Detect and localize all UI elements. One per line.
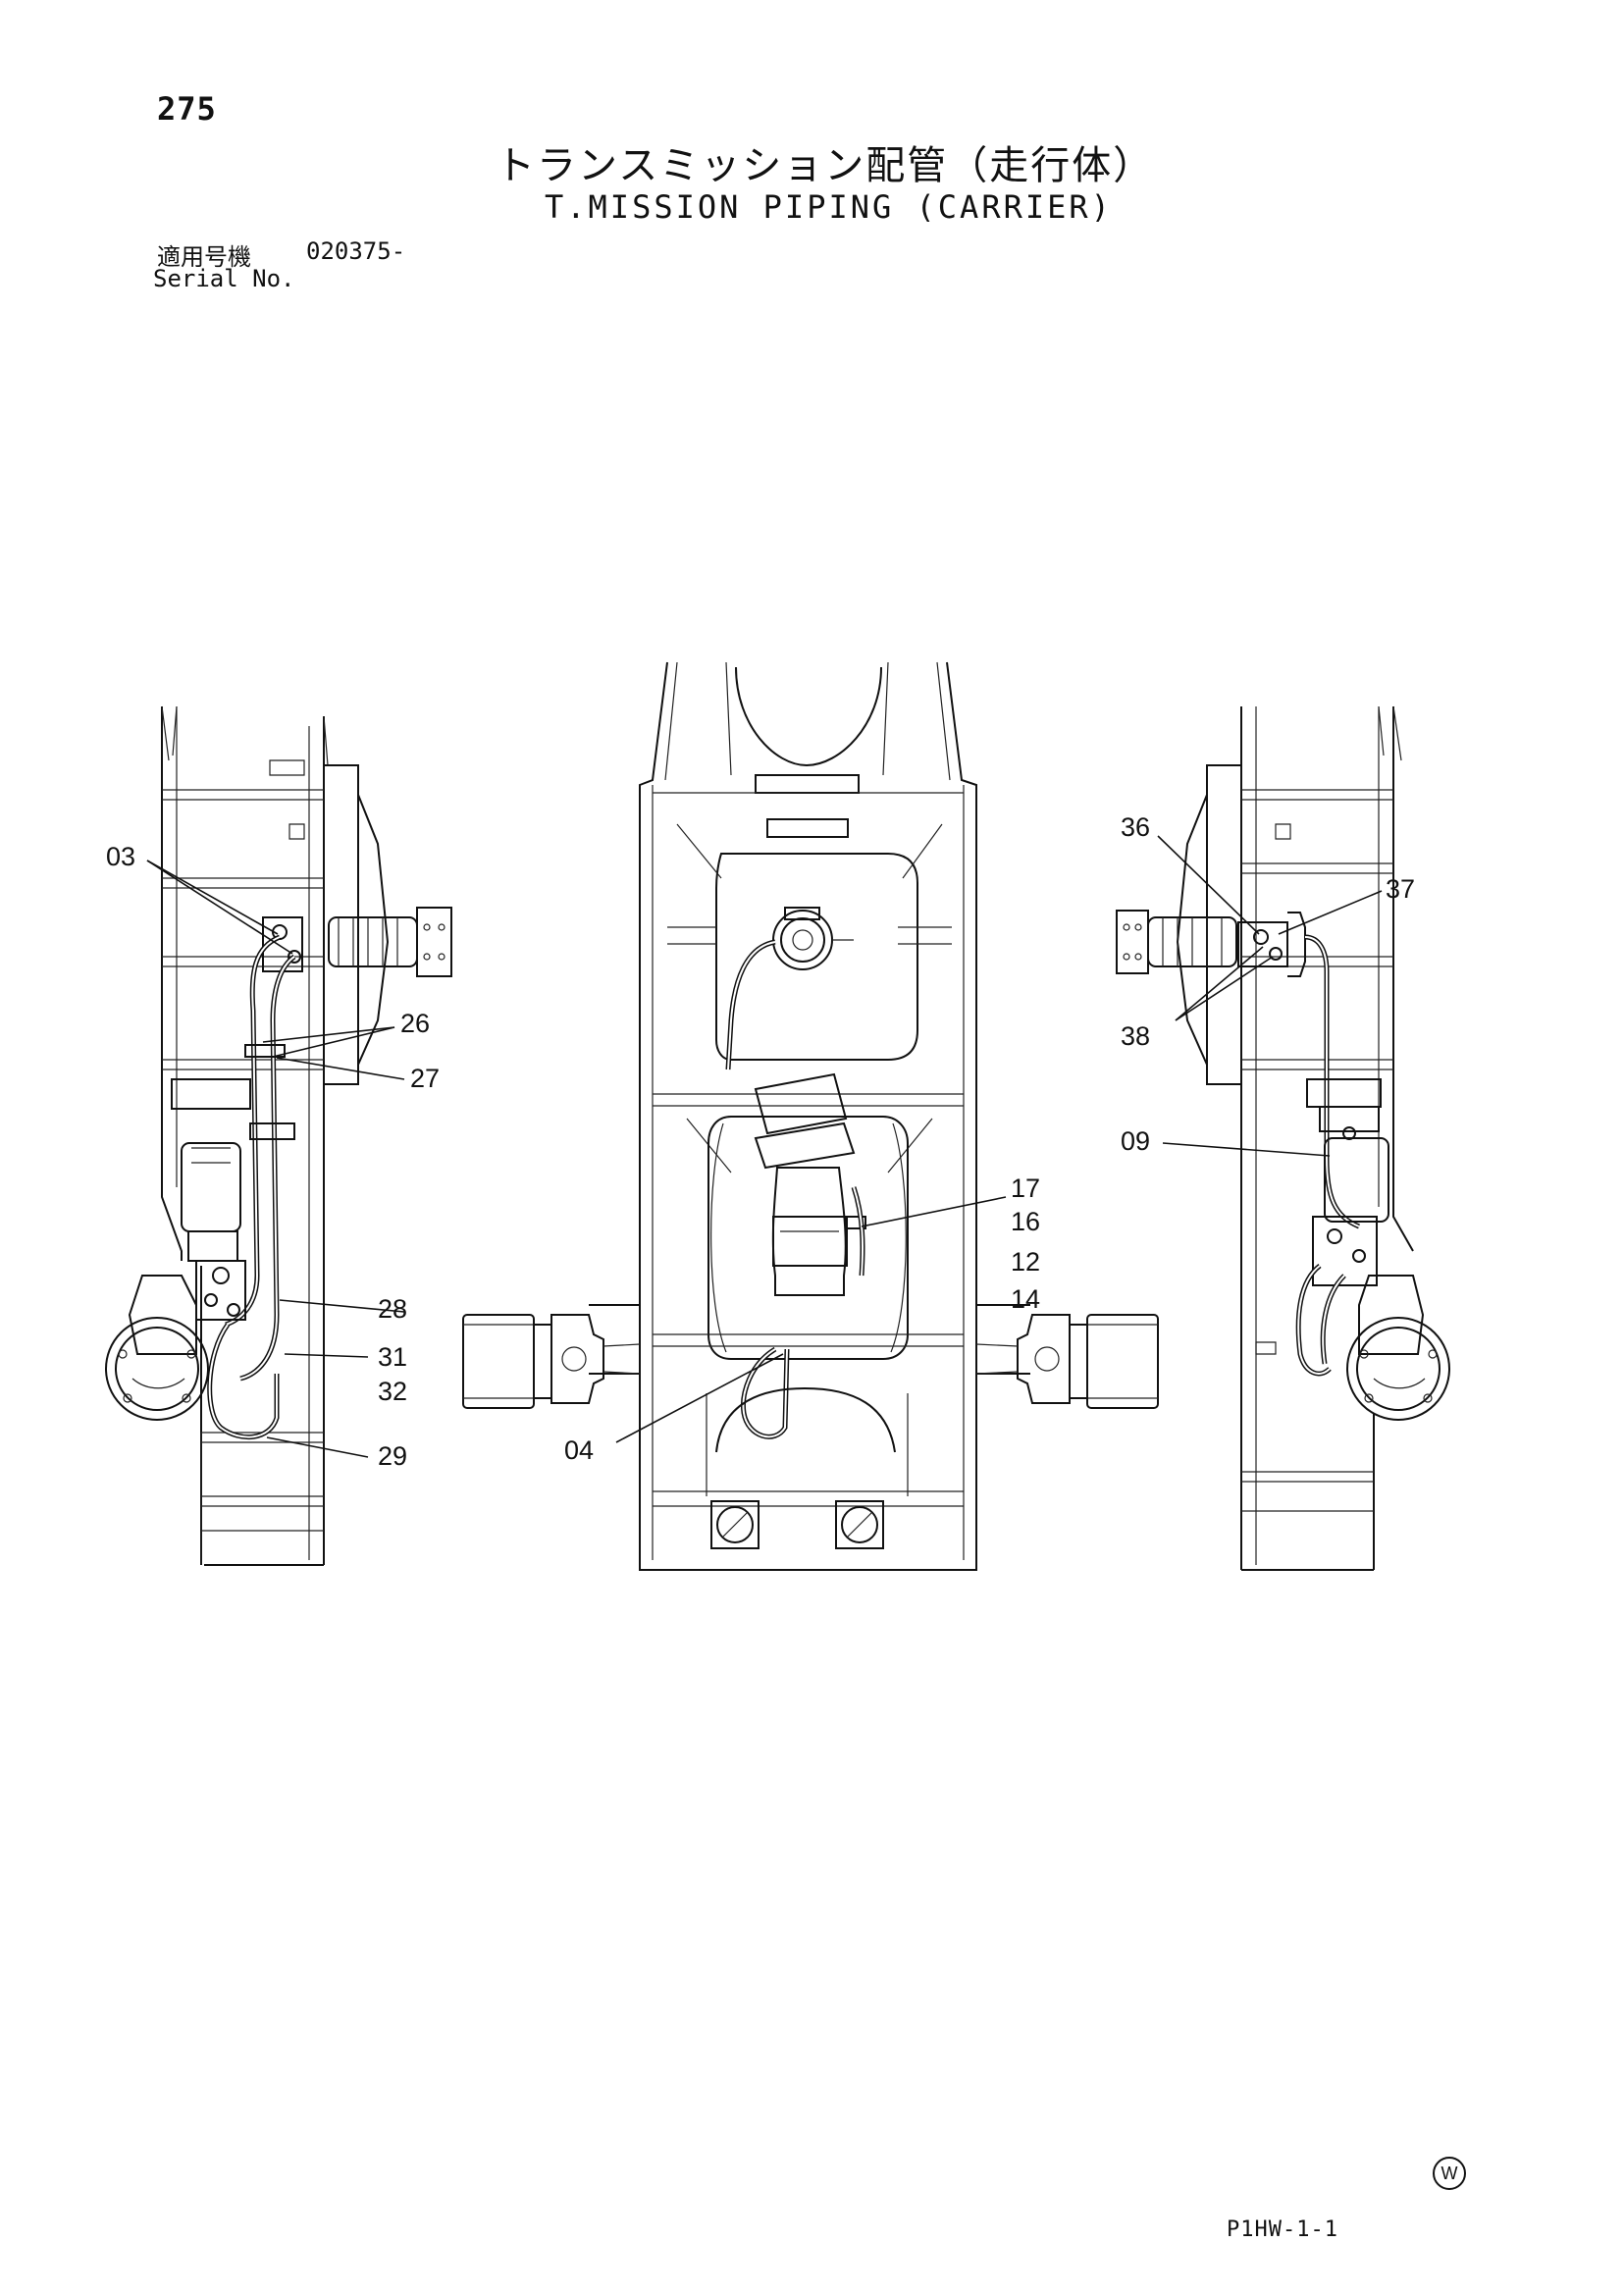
- page-number: 275: [157, 90, 217, 128]
- callout-38: 38: [1121, 1021, 1150, 1051]
- callout-14: 14: [1011, 1284, 1040, 1314]
- serial-label-english: Serial No.: [153, 265, 295, 292]
- page-title-english: T.MISSION PIPING (CARRIER): [545, 188, 1113, 226]
- left-side-view: 03 26 27 28 31 32 29: [105, 705, 452, 1566]
- center-plan-view: 17 16 12 14 04: [462, 661, 1159, 1571]
- callout-03: 03: [106, 842, 135, 871]
- callout-32: 32: [378, 1377, 407, 1406]
- serial-label-japanese: 適用号機: [157, 243, 251, 271]
- page-title-japanese: トランスミッション配管（走行体）: [496, 143, 1155, 188]
- callout-09: 09: [1121, 1126, 1150, 1156]
- right-side-view: 36 37 38 09: [1116, 705, 1450, 1571]
- callout-04: 04: [564, 1435, 594, 1465]
- callout-26: 26: [400, 1009, 430, 1038]
- callout-36: 36: [1121, 812, 1150, 842]
- page-code: P1HW-1-1: [1227, 2217, 1338, 2242]
- callout-28: 28: [378, 1294, 407, 1324]
- callout-37: 37: [1386, 874, 1415, 904]
- callout-17: 17: [1011, 1174, 1040, 1203]
- maker-logo: W: [1433, 2157, 1466, 2190]
- serial-number: 020375-: [306, 237, 406, 265]
- callout-16: 16: [1011, 1207, 1040, 1236]
- callout-12: 12: [1011, 1247, 1040, 1277]
- callout-27: 27: [410, 1064, 440, 1093]
- callout-31: 31: [378, 1342, 407, 1372]
- callout-29: 29: [378, 1441, 407, 1471]
